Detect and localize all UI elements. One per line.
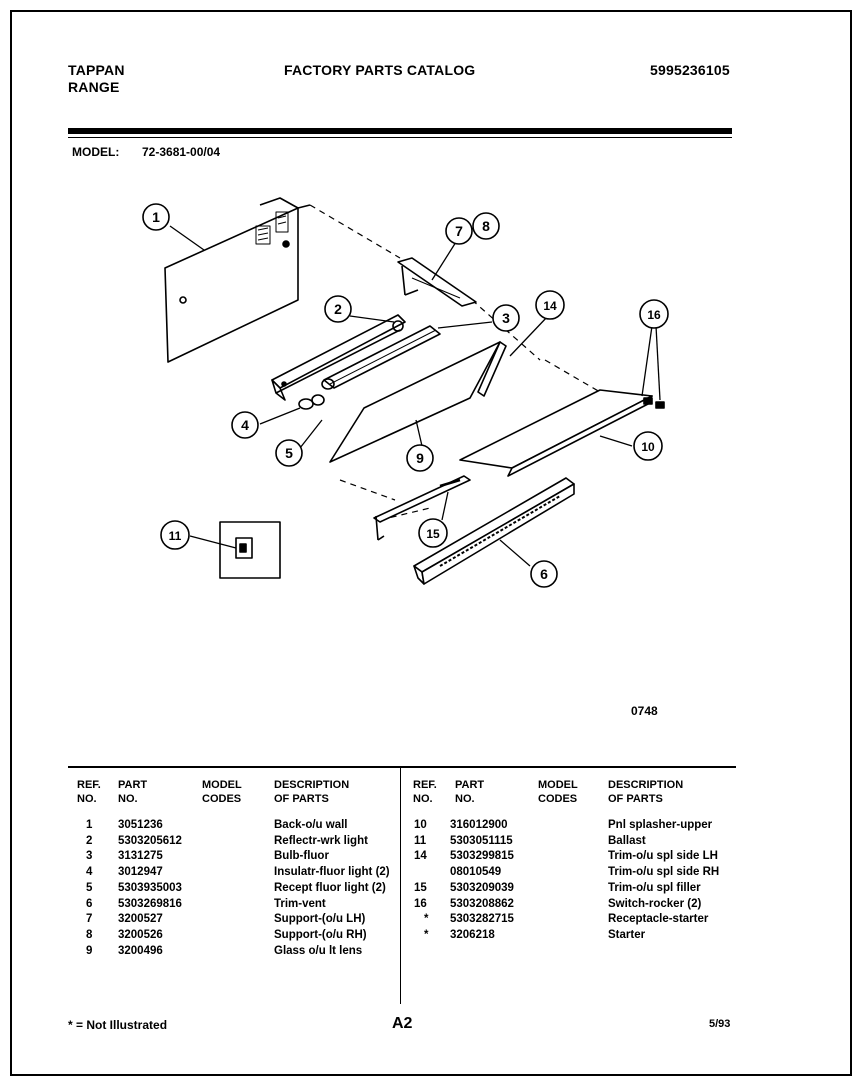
- svg-text:9: 9: [416, 450, 424, 466]
- callout-16: 16: [639, 299, 669, 329]
- revision-date: 5/93: [709, 1018, 731, 1030]
- svg-text:3: 3: [502, 310, 510, 326]
- part-bulb: [321, 325, 441, 390]
- part-glass-lens: [329, 341, 501, 463]
- part-reflector: [271, 314, 406, 401]
- part-trim-side: [477, 341, 507, 397]
- catalog-number: 5995236105: [650, 62, 730, 78]
- callout-11: 11: [160, 520, 190, 550]
- part-back-wall: [164, 197, 311, 363]
- callout-5: 5: [275, 439, 303, 467]
- callout-15: 15: [418, 518, 448, 548]
- callout-7: 7: [445, 217, 473, 245]
- svg-text:8: 8: [482, 218, 490, 234]
- brand-line-2: RANGE: [68, 79, 120, 95]
- header-rule-thick: [68, 128, 732, 134]
- callout-9: 9: [406, 444, 434, 472]
- model-label: MODEL:: [72, 145, 120, 159]
- callout-2: 2: [324, 295, 352, 323]
- callout-6: 6: [530, 560, 558, 588]
- part-switch-rocker: [643, 397, 665, 409]
- callout-10: 10: [633, 431, 663, 461]
- part-support: [397, 257, 477, 307]
- svg-text:10: 10: [641, 440, 655, 454]
- callout-3: 3: [492, 304, 520, 332]
- callout-14: 14: [535, 290, 565, 320]
- callout-4: 4: [231, 411, 259, 439]
- svg-text:4: 4: [241, 417, 249, 433]
- page-number: A2: [392, 1015, 413, 1032]
- diagram-code: 0748: [631, 704, 658, 718]
- svg-text:16: 16: [647, 308, 661, 322]
- header-ref-right: REF.NO.: [413, 779, 437, 805]
- table-top-rule: [68, 766, 736, 768]
- svg-text:15: 15: [426, 527, 440, 541]
- svg-text:14: 14: [543, 299, 557, 313]
- svg-text:6: 6: [540, 566, 548, 582]
- table-column-divider: [400, 768, 401, 1004]
- header-ref: REF.NO.: [77, 779, 101, 805]
- header-rule-thin: [68, 137, 732, 138]
- callout-1: 1: [142, 203, 170, 231]
- brand-line-1: TAPPAN: [68, 62, 125, 78]
- svg-text:11: 11: [169, 529, 182, 543]
- svg-text:1: 1: [152, 209, 160, 225]
- callout-8: 8: [472, 212, 500, 240]
- part-trim-filler: [373, 475, 471, 541]
- part-insulator: [298, 394, 325, 410]
- part-trim-vent: [413, 477, 575, 585]
- page-title: FACTORY PARTS CATALOG: [284, 62, 476, 78]
- exploded-parts-diagram: 1 2 3 4 5 6 7 8 9 10 11 14 15 16: [142, 197, 669, 588]
- svg-text:5: 5: [285, 445, 293, 461]
- svg-text:2: 2: [334, 301, 342, 317]
- svg-text:7: 7: [455, 223, 463, 239]
- part-ballast: [219, 521, 281, 579]
- part-splasher-panel: [459, 389, 653, 477]
- footnote: * = Not Illustrated: [68, 1018, 168, 1032]
- model-number: 72-3681-00/04: [142, 145, 221, 159]
